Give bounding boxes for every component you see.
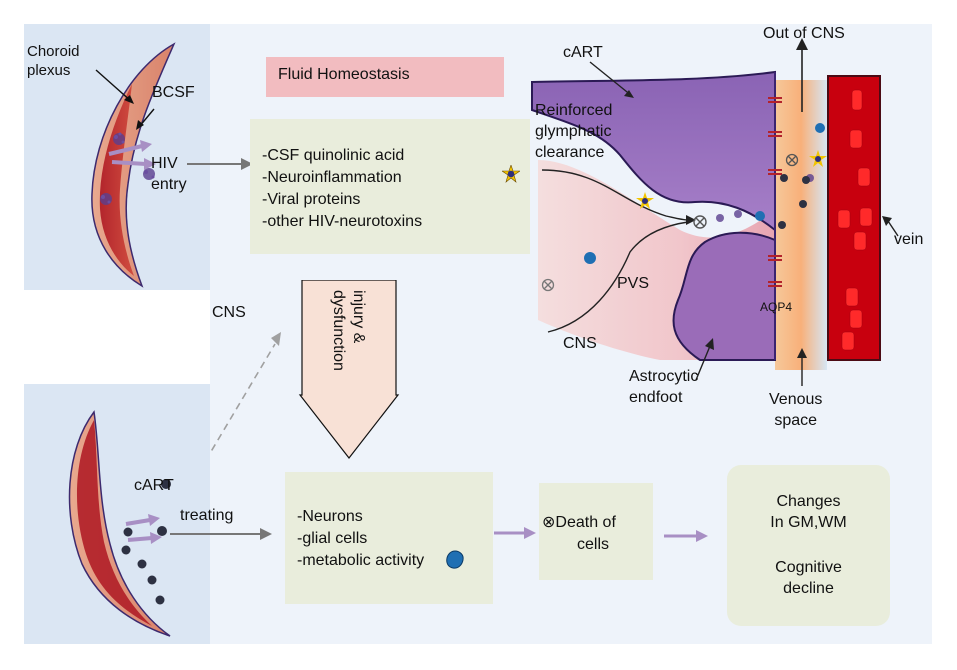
injury-dysfunction-label: injury & dysfunction bbox=[328, 290, 368, 400]
cns-label: CNS bbox=[212, 304, 246, 321]
neuron-item: -glial cells bbox=[297, 530, 368, 547]
death-line2: cells bbox=[577, 536, 610, 553]
hiv-label-line1: HIV bbox=[151, 155, 178, 172]
upper-astrocyte bbox=[531, 70, 776, 233]
hiv-label-line2: entry bbox=[151, 176, 187, 193]
arrow-hiv-to-toxins bbox=[187, 158, 253, 170]
astrocytic-endfoot bbox=[672, 231, 776, 361]
fluid-homeostasis-box: Fluid Homeostasis bbox=[266, 57, 504, 97]
reinforced-line2: glymphatic bbox=[535, 123, 612, 140]
changes-box: Changes In GM,WM Cognitive decline bbox=[727, 465, 890, 626]
cart-label: cART bbox=[134, 477, 174, 494]
cart-top-label: cART bbox=[563, 44, 603, 61]
glymphatic-schematic bbox=[531, 38, 899, 386]
metabolic-cell-icon bbox=[446, 550, 464, 569]
fluid-homeostasis-label: Fluid Homeostasis bbox=[278, 66, 410, 83]
changes-line1: Changes bbox=[776, 493, 841, 510]
death-line1: Death of bbox=[555, 514, 616, 531]
venous-space-label: Venous space bbox=[769, 389, 822, 431]
injury-label-line2: dysfunction bbox=[330, 290, 347, 371]
hiv-entry-arrows bbox=[108, 140, 156, 170]
reinforced-line3: clearance bbox=[535, 144, 605, 161]
toxin-item: -Viral proteins bbox=[262, 191, 361, 208]
aqp4-channels bbox=[768, 97, 782, 287]
injury-label-line1: injury & bbox=[350, 290, 367, 344]
astrocytic-endfoot-label: Astrocytic endfoot bbox=[629, 366, 698, 408]
changes-line3: Cognitive bbox=[775, 559, 842, 576]
pvs-label: PVS bbox=[617, 275, 650, 292]
neuron-item: -metabolic activity bbox=[297, 552, 425, 569]
vein-label: vein bbox=[894, 231, 924, 248]
aqp4-label: AQP4 bbox=[760, 300, 793, 314]
injury-dysfunction-arrow bbox=[298, 280, 400, 459]
toxin-item: -CSF quinolinic acid bbox=[262, 147, 405, 164]
death-of-cells-box: ⊗Death of cells bbox=[539, 483, 653, 580]
venous-line2: space bbox=[774, 412, 818, 429]
hiv-entry-label: HIV entry bbox=[151, 153, 187, 195]
choroid-pointer-arrows bbox=[95, 69, 155, 130]
treating-label: treating bbox=[180, 507, 234, 524]
changes-line2: In GM,WM bbox=[770, 514, 847, 531]
neurotoxin-star-icon bbox=[502, 165, 520, 183]
cleared-particles bbox=[541, 123, 827, 292]
toxin-item: -Neuroinflammation bbox=[262, 169, 402, 186]
changes-line4: decline bbox=[783, 580, 834, 597]
choroid-label-line2: plexus bbox=[27, 62, 71, 79]
death-symbol: ⊗ bbox=[542, 512, 556, 531]
virus-particles bbox=[100, 132, 155, 205]
bcsf-label: BCSF bbox=[152, 84, 195, 101]
cns-pvs-label: CNS bbox=[563, 335, 597, 352]
arrow-treating-to-neurons bbox=[170, 528, 272, 540]
choroid-vessel-inner bbox=[99, 84, 134, 276]
cart-entry-arrows bbox=[125, 514, 162, 544]
cart-particles bbox=[121, 479, 171, 605]
toxin-item: -other HIV-neurotoxins bbox=[262, 213, 423, 230]
neurons-box: -Neurons -glial cells -metabolic activit… bbox=[285, 472, 493, 604]
choroid-plexus-label: Choroid plexus bbox=[27, 42, 80, 80]
astro-line2: endfoot bbox=[629, 389, 683, 406]
cart-vessel-inner bbox=[76, 420, 152, 626]
choroid-plexus-illustration bbox=[91, 42, 176, 288]
reinforced-line1: Reinforced bbox=[535, 102, 613, 119]
choroid-label-line1: Choroid bbox=[27, 43, 80, 60]
venous-line1: Venous bbox=[769, 391, 823, 408]
neurotoxins-box: -CSF quinolinic acid -Neuroinflammation … bbox=[250, 119, 530, 254]
astro-line1: Astrocytic bbox=[629, 368, 699, 385]
red-blood-cells bbox=[837, 89, 873, 351]
out-of-cns-label: Out of CNS bbox=[763, 25, 845, 42]
arrow-death-to-changes bbox=[664, 530, 708, 542]
arrow-neurons-to-death bbox=[494, 527, 536, 539]
reinforced-clearance-label: Reinforced glymphatic clearance bbox=[535, 100, 612, 163]
cart-vessel-illustration bbox=[68, 410, 171, 637]
neuron-item: -Neurons bbox=[297, 508, 363, 525]
